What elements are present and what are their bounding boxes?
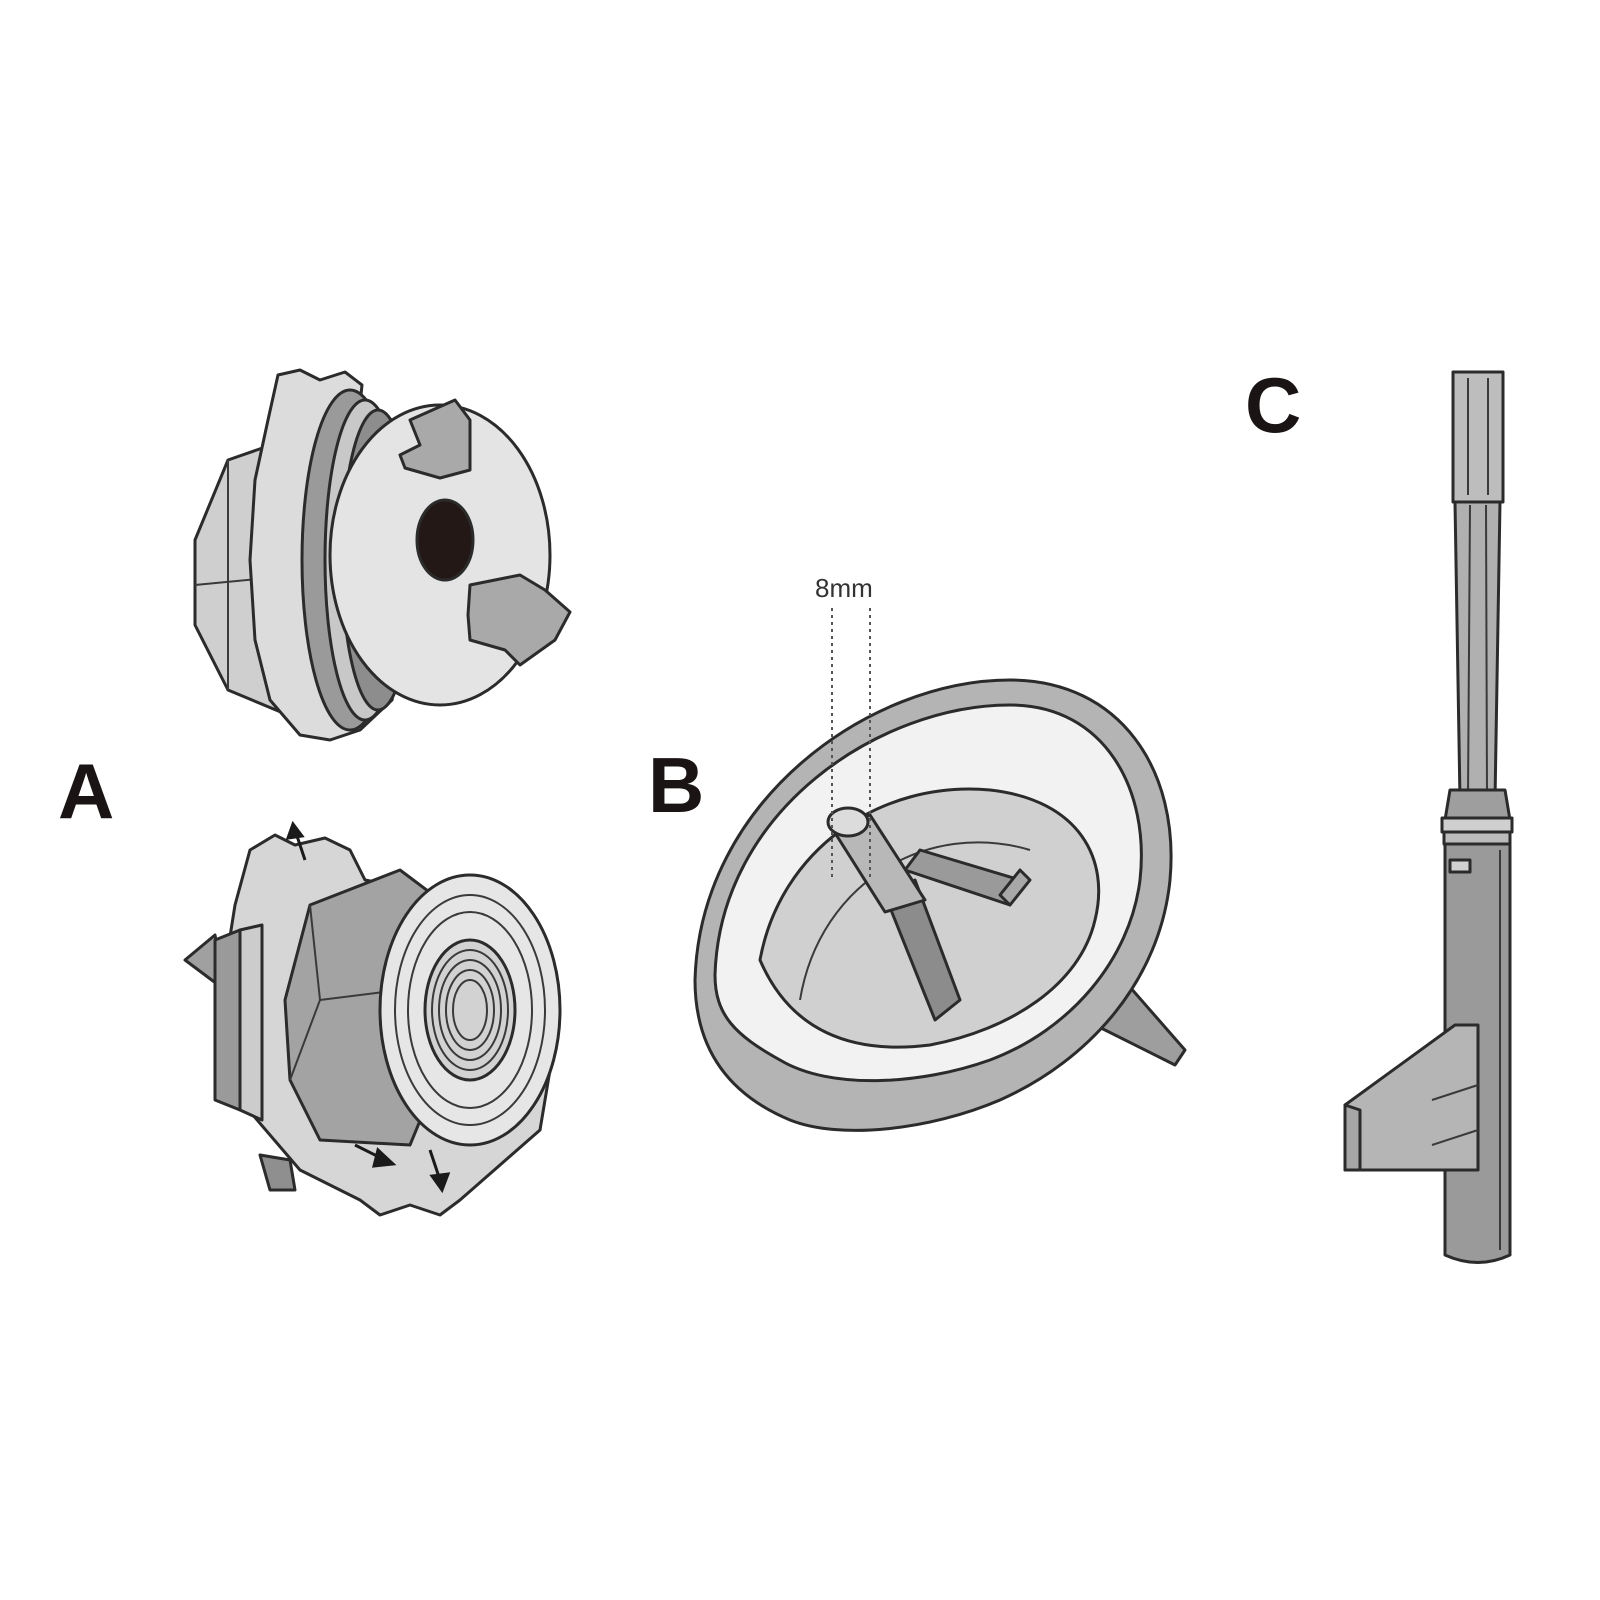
part-c-key-tool [1343,370,1514,1264]
rotation-arrow-icon [428,1149,451,1194]
center-hole [415,498,475,582]
part-a-hex-nut-bottom [183,820,562,1217]
panel-label-c: C [1245,361,1301,449]
part-b-cup-tool [693,608,1187,1132]
rotation-arrow-icon [354,1143,397,1168]
dimension-label: 8mm [815,573,873,603]
panel-label-b: B [648,741,704,829]
rotation-arrow-icon [285,820,307,861]
panel-label-a: A [58,747,114,835]
part-a-valve-body-top [193,368,572,742]
